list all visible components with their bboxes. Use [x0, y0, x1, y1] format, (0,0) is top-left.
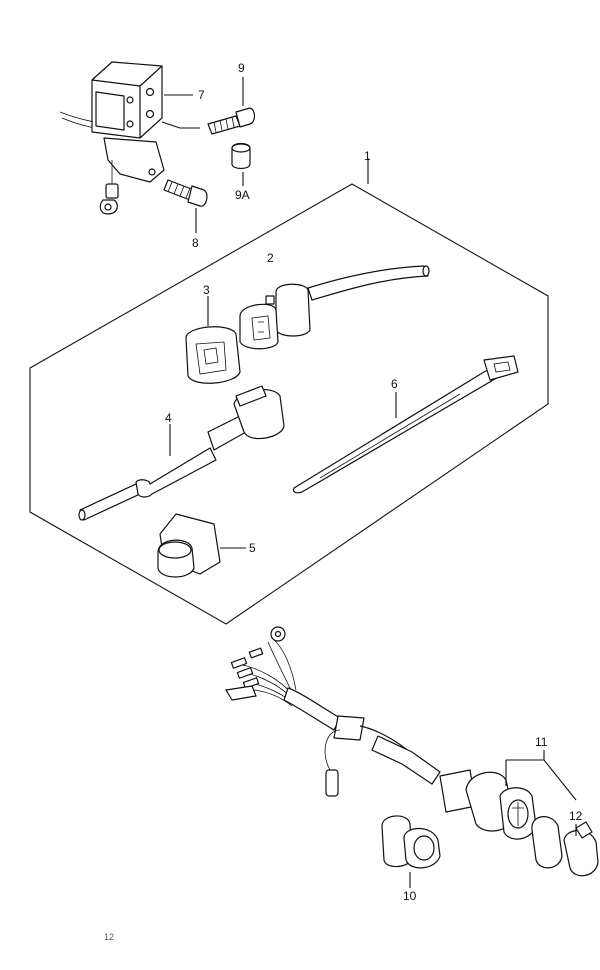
harness-part-11 — [225, 626, 537, 840]
callout-11: 11 — [535, 735, 548, 749]
callout-7: 7 — [198, 88, 205, 102]
callout-12: 12 — [569, 809, 583, 823]
callout-9a: 9A — [235, 188, 250, 202]
callout-4: 4 — [165, 411, 172, 425]
cap-part-12 — [531, 816, 599, 877]
collar-part-9a — [231, 142, 251, 170]
lead-wire-part-4 — [78, 385, 285, 521]
page-mark: 12 — [104, 932, 115, 942]
callout-bracket-11 — [505, 750, 577, 836]
callout-6: 6 — [391, 377, 398, 391]
screw-part-8 — [163, 179, 208, 207]
cable-tie-part-6 — [292, 355, 519, 494]
screw-part-9 — [207, 107, 256, 135]
callout-2: 2 — [267, 251, 274, 265]
grommet-part-5 — [157, 513, 246, 578]
callout-5: 5 — [249, 541, 256, 555]
callout-3: 3 — [203, 283, 210, 297]
connector-part-2 — [239, 265, 430, 350]
callout-8: 8 — [192, 236, 199, 250]
connector-part-3 — [185, 296, 241, 384]
callout-9: 9 — [238, 61, 245, 75]
kit-outline — [29, 158, 549, 625]
grommet-part-10 — [381, 815, 441, 888]
callout-10: 10 — [403, 889, 417, 903]
upper-leader-lines — [161, 77, 244, 233]
callout-1: 1 — [364, 149, 371, 163]
stop-switch-part-7 — [59, 61, 165, 215]
